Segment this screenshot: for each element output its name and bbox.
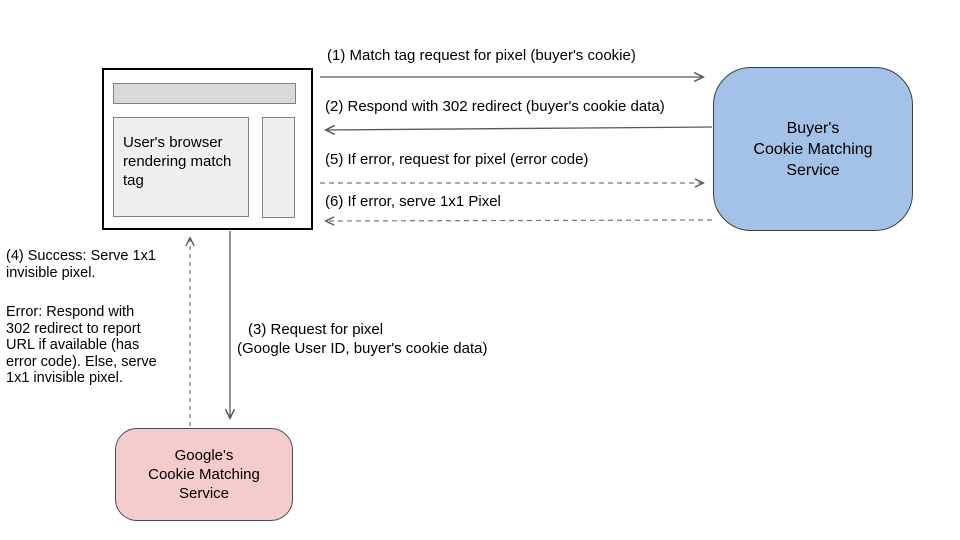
step3-label-line: (Google User ID, buyer's cookie data) [237, 340, 488, 357]
step2-label: (2) Respond with 302 redirect (buyer's c… [325, 98, 665, 115]
step1-label: (1) Match tag request for pixel (buyer's… [327, 47, 636, 64]
step3-label: (3) Request for pixel (Google User ID, b… [237, 320, 487, 358]
step4-note: (4) Success: Serve 1x1 invisible pixel. … [6, 248, 192, 387]
buyer-node-label-line: Cookie Matching [753, 140, 873, 158]
google-node-label-line: Service [178, 485, 230, 502]
buyer-node-label-line: Buyer's [786, 119, 840, 137]
google-node-label-line: Cookie Matching [148, 466, 260, 483]
step6-label: (6) If error, serve 1x1 Pixel [325, 193, 501, 210]
buyer-node-label-line: Service [786, 161, 840, 179]
browser-page-area: User's browser rendering match tag [113, 117, 249, 217]
browser-side-panel [262, 117, 295, 218]
buyer-cookie-matching-service-node: Buyer's Cookie Matching Service [713, 67, 913, 231]
step3-label-line: (3) Request for pixel [248, 321, 384, 338]
user-browser-window: User's browser rendering match tag [102, 68, 313, 230]
step4-error-text: Error: Respond with 302 redirect to repo… [6, 304, 157, 386]
step4-success-text: (4) Success: Serve 1x1 invisible pixel. [6, 248, 156, 281]
arrow-step2 [326, 127, 713, 130]
browser-address-bar [113, 83, 296, 104]
google-cookie-matching-service-node: Google's Cookie Matching Service [115, 428, 293, 521]
arrow-step6 [326, 220, 713, 221]
step5-label: (5) If error, request for pixel (error c… [325, 151, 589, 168]
google-node-label-line: Google's [174, 447, 234, 464]
browser-label: User's browser rendering match tag [123, 134, 232, 189]
